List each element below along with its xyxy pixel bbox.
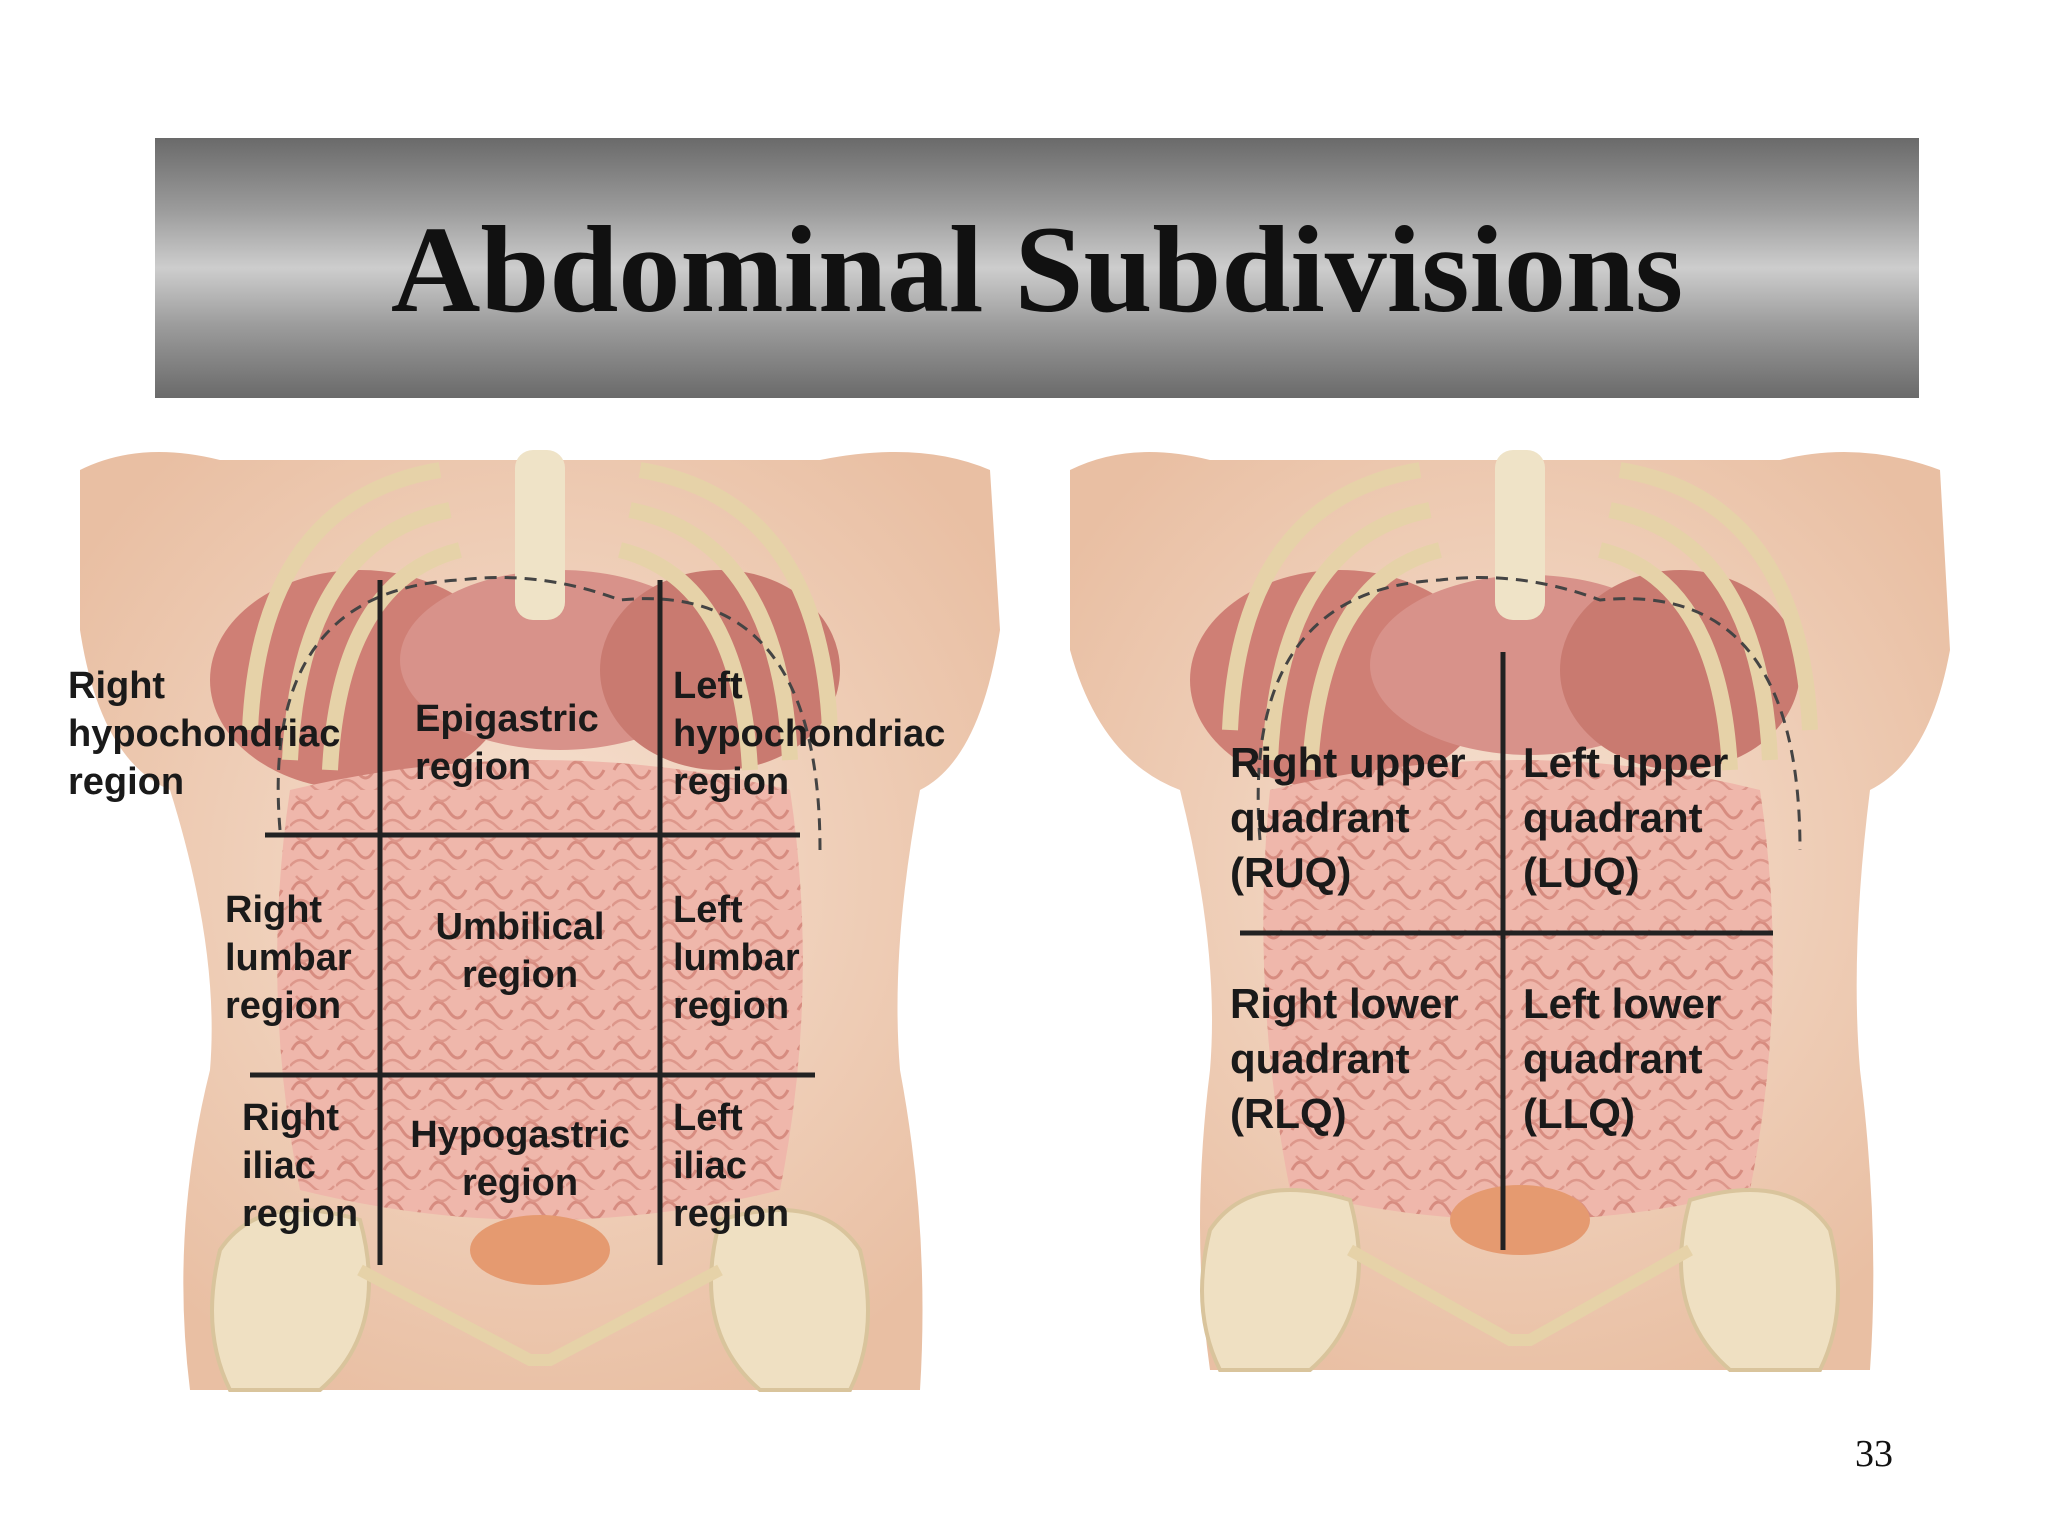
region-divider-lines	[250, 580, 815, 1265]
nine-regions-figure: Right hypochondriac region Epigastric re…	[60, 430, 1020, 1410]
label-right-lumbar: Right lumbar region	[225, 889, 352, 1027]
page-number: 33	[1855, 1433, 1893, 1475]
intestine-shape	[277, 760, 803, 1220]
label-llq: Left lower quadrant (LLQ)	[1523, 980, 1722, 1137]
label-right-hypochondriac: Right hypochondriac region	[68, 665, 341, 803]
label-ruq: Right upper quadrant (RUQ)	[1230, 739, 1466, 896]
bladder-shape	[1450, 1185, 1590, 1255]
intestine-shape	[1263, 760, 1773, 1220]
label-umbilical: Umbilical region	[435, 906, 605, 996]
sternum	[1495, 450, 1545, 620]
title-banner: Abdominal Subdivisions	[155, 138, 1919, 398]
label-left-lumbar: Left lumbar region	[673, 889, 800, 1027]
ribcage	[242, 462, 838, 771]
label-right-iliac: Right iliac region	[242, 1097, 359, 1235]
sternum	[515, 450, 565, 620]
label-epigastric: Epigastric region	[415, 698, 599, 788]
bladder-shape	[470, 1215, 610, 1285]
torso-illustration-left	[80, 450, 1000, 1392]
ribcage	[1222, 462, 1818, 771]
diaphragm-outline	[276, 576, 822, 851]
diaphragm-outline	[1256, 576, 1802, 851]
quadrants-figure: Right upper quadrant (RUQ) Left upper qu…	[1060, 430, 1960, 1410]
label-luq: Left upper quadrant (LUQ)	[1523, 739, 1729, 896]
pelvis	[1200, 1188, 1840, 1372]
pelvis	[210, 1208, 870, 1392]
label-hypogastric: Hypogastric region	[410, 1114, 630, 1204]
label-left-iliac: Left iliac region	[673, 1097, 790, 1235]
label-rlq: Right lower quadrant (RLQ)	[1230, 980, 1459, 1137]
label-left-hypochondriac: Left hypochondriac region	[673, 665, 946, 803]
torso-illustration-right	[1070, 450, 1950, 1372]
quadrant-divider-lines	[1240, 652, 1773, 1250]
slide-title: Abdominal Subdivisions	[390, 201, 1684, 338]
